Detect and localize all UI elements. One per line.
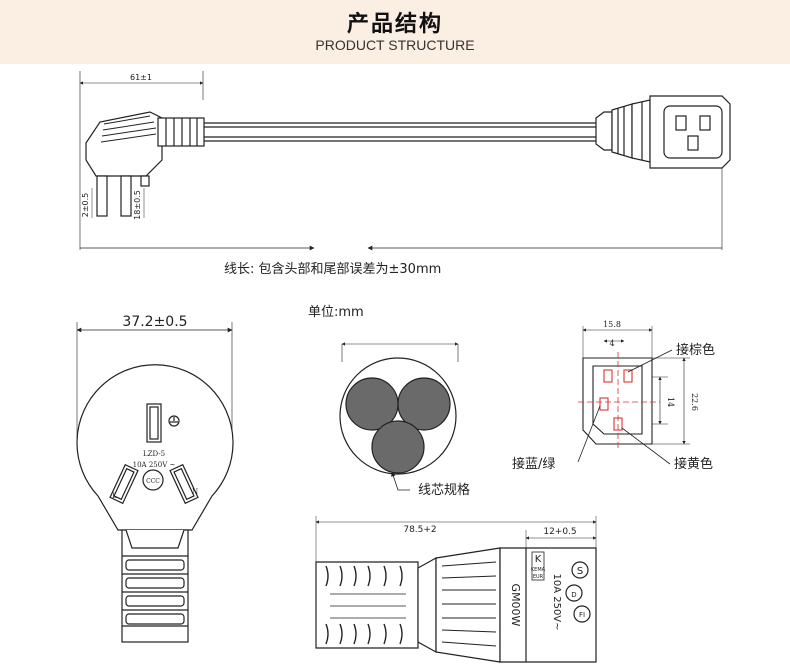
pin-dim-left: 2±0.5 bbox=[81, 193, 90, 218]
live-mark: L bbox=[112, 492, 117, 500]
connector-dim-h-outer: 22.6 bbox=[690, 393, 699, 411]
top-width-dim: 61±1 bbox=[130, 73, 152, 82]
blue-green-wire-label: 接蓝/绿 bbox=[512, 456, 555, 472]
cable-length-note: 线长: 包含头部和尾部误差为±30mm bbox=[224, 261, 441, 277]
neutral-mark: N bbox=[192, 488, 198, 496]
connector-side-view bbox=[315, 516, 597, 663]
mark-s: S bbox=[577, 566, 583, 577]
connector-length-dim: 78.5+2 bbox=[403, 525, 436, 535]
plug-width-dim: 37.2±0.5 bbox=[122, 314, 187, 330]
mark-d: D bbox=[571, 591, 576, 599]
connector-wiring-view bbox=[577, 326, 690, 465]
connector-dim-inner: 4 bbox=[609, 339, 614, 348]
connector-head-dim: 12+0.5 bbox=[543, 527, 576, 537]
unit-label: 单位:mm bbox=[308, 305, 364, 320]
page-title: 产品结构 bbox=[346, 12, 443, 37]
cert-eur: EUR bbox=[533, 574, 544, 580]
pin-dim-right: 18±0.5 bbox=[133, 190, 142, 220]
connector-dim-h-inner: 14 bbox=[666, 397, 675, 407]
mark-fi: FI bbox=[579, 611, 585, 619]
connector-rating: 10A 250V~ bbox=[551, 573, 562, 630]
connector-brand: GM00W bbox=[509, 584, 522, 627]
cert-kema: KEMA bbox=[531, 567, 546, 573]
yellow-wire-label: 接黄色 bbox=[674, 456, 713, 472]
cert-k: K bbox=[535, 554, 542, 565]
header-banner: 产品结构 PRODUCT STRUCTURE bbox=[0, 0, 790, 64]
ccc-mark: CCC bbox=[146, 478, 160, 485]
page-subtitle: PRODUCT STRUCTURE bbox=[315, 37, 475, 53]
cable-cross-section bbox=[339, 342, 459, 491]
plug-rating: 10A 250V ~ bbox=[133, 461, 176, 469]
cord-side-view bbox=[79, 71, 731, 251]
brown-wire-label: 接棕色 bbox=[676, 342, 715, 358]
plug-face-view bbox=[76, 322, 234, 643]
core-spec-label: 线芯规格 bbox=[418, 482, 470, 498]
connector-dim-top: 15.8 bbox=[603, 320, 621, 329]
plug-model: LZD-5 bbox=[143, 450, 165, 458]
